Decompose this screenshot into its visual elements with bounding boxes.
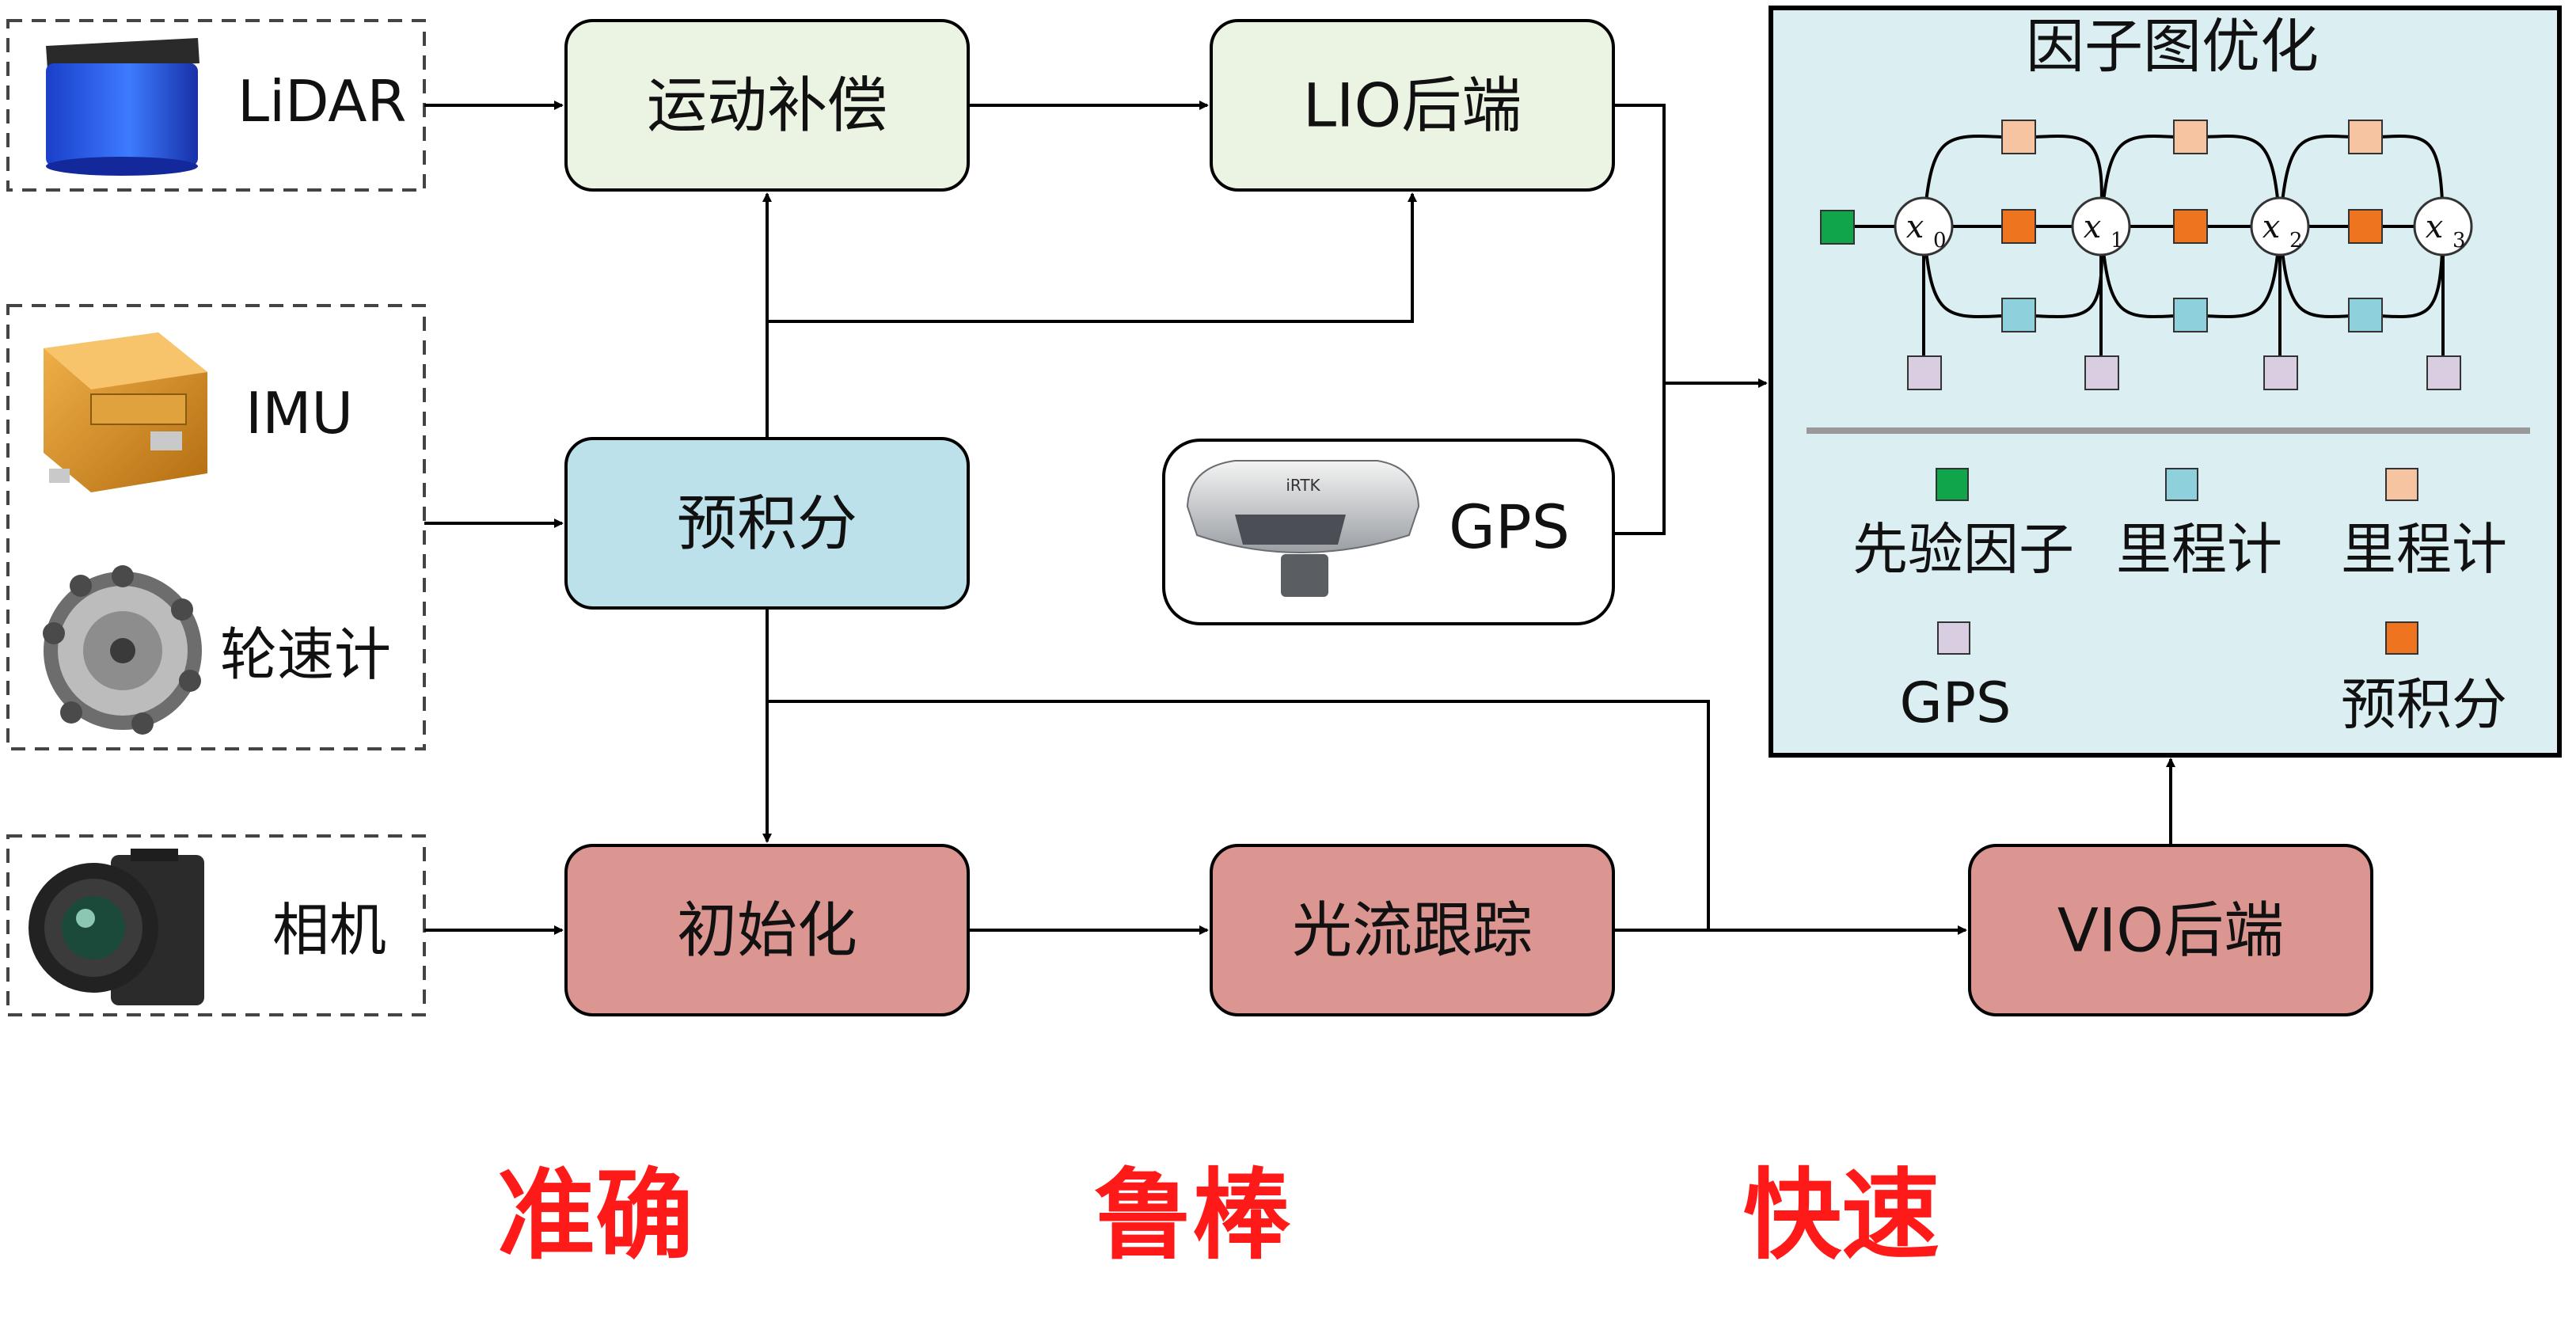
- legend-odometry-blue-swatch: [2165, 468, 2198, 501]
- imu-wheel-sensor-group: IMU 轮速计: [6, 304, 426, 750]
- state-node-x3: x 3: [2413, 196, 2473, 256]
- motion-compensation-box: 运动补偿: [564, 19, 970, 192]
- preintegration-factor: [2001, 209, 2036, 244]
- state-node-x0: x 0: [1894, 196, 1954, 256]
- odometry-factor-blue: [2348, 298, 2383, 332]
- svg-text:3: 3: [2453, 229, 2466, 253]
- arrow-preint-to-lio: [767, 192, 1417, 323]
- odometry-factor-orange: [2001, 120, 2036, 154]
- gps-device-text: iRTK: [1286, 476, 1320, 495]
- factor-graph-title: 因子图优化: [2026, 13, 2319, 81]
- imu-module-icon: [44, 332, 207, 492]
- initialization-label: 初始化: [677, 895, 857, 966]
- motion-compensation-label: 运动补偿: [647, 70, 887, 141]
- legend-prior-label: 先验因子: [1852, 517, 2074, 582]
- lio-backend-box: LIO后端: [1210, 19, 1615, 192]
- odometry-factor-orange: [2348, 120, 2383, 154]
- legend-preintegration-label: 预积分: [2341, 672, 2507, 737]
- line-preint-to-vio: [767, 700, 1710, 930]
- imu-label: IMU: [245, 380, 353, 446]
- optical-flow-box: 光流跟踪: [1210, 844, 1615, 1016]
- gps-receiver-box: iRTK GPS: [1162, 439, 1615, 625]
- vio-backend-label: VIO后端: [2057, 895, 2284, 966]
- line-lio-gps-merge: [1613, 104, 1666, 535]
- initialization-box: 初始化: [564, 844, 970, 1016]
- legend-odometry-orange-swatch: [2385, 468, 2418, 501]
- lidar-sensor-group: LiDAR: [6, 19, 426, 192]
- wheel-label: 轮速计: [220, 621, 391, 688]
- camera-sensor-group: 相机: [6, 834, 426, 1016]
- legend-odometry-orange-label: 里程计: [2341, 517, 2507, 582]
- gps-receiver-icon: iRTK: [1186, 460, 1420, 597]
- legend: 先验因子 里程计 里程计 GPS 预积分: [1852, 468, 2507, 737]
- gps-factor: [2426, 355, 2461, 390]
- wheel-encoder-icon: [43, 565, 202, 735]
- preintegration-factor: [2348, 209, 2383, 244]
- gps-factor: [2263, 355, 2298, 390]
- svg-text:2: 2: [2289, 229, 2303, 253]
- preintegration-factor: [2173, 209, 2208, 244]
- optical-flow-label: 光流跟踪: [1292, 895, 1533, 966]
- state-node-x2: x 2: [2250, 196, 2310, 256]
- gps-label: GPS: [1449, 492, 1570, 562]
- preintegration-box: 预积分: [564, 437, 970, 610]
- prior-factor: [1820, 210, 1855, 245]
- legend-gps-label: GPS: [1900, 670, 2012, 735]
- legend-odometry-blue-label: 里程计: [2116, 517, 2282, 582]
- svg-text:x: x: [2426, 209, 2444, 245]
- legend-prior-swatch: [1936, 468, 1969, 501]
- keyword-fast: 快速: [1743, 1159, 1940, 1273]
- odometry-factor-orange: [2173, 120, 2208, 154]
- factor-graph-panel: 因子图优化: [1769, 6, 2562, 758]
- gps-factor: [2084, 355, 2119, 390]
- gps-factor: [1907, 355, 1942, 390]
- legend-gps-swatch: [1937, 621, 1970, 655]
- legend-preintegration-swatch: [2385, 621, 2418, 655]
- keyword-robust: 鲁棒: [1094, 1159, 1291, 1273]
- connectors: [424, 101, 2175, 935]
- camera-icon: [28, 849, 204, 1005]
- svg-text:1: 1: [2111, 229, 2124, 253]
- camera-label: 相机: [272, 897, 386, 963]
- lio-backend-label: LIO后端: [1303, 70, 1522, 141]
- odometry-factor-blue: [2001, 298, 2036, 332]
- svg-text:x: x: [2263, 209, 2281, 245]
- state-node-x1: x 1: [2071, 196, 2131, 256]
- odometry-factor-blue: [2173, 298, 2208, 332]
- svg-text:x: x: [2084, 209, 2102, 245]
- vio-backend-box: VIO后端: [1968, 844, 2373, 1016]
- svg-text:x: x: [1906, 209, 1924, 245]
- preintegration-label: 预积分: [677, 488, 857, 559]
- lidar-label: LiDAR: [237, 68, 407, 135]
- lidar-sensor-icon: [46, 38, 199, 176]
- keyword-accurate: 准确: [497, 1159, 693, 1273]
- svg-text:0: 0: [1933, 229, 1947, 253]
